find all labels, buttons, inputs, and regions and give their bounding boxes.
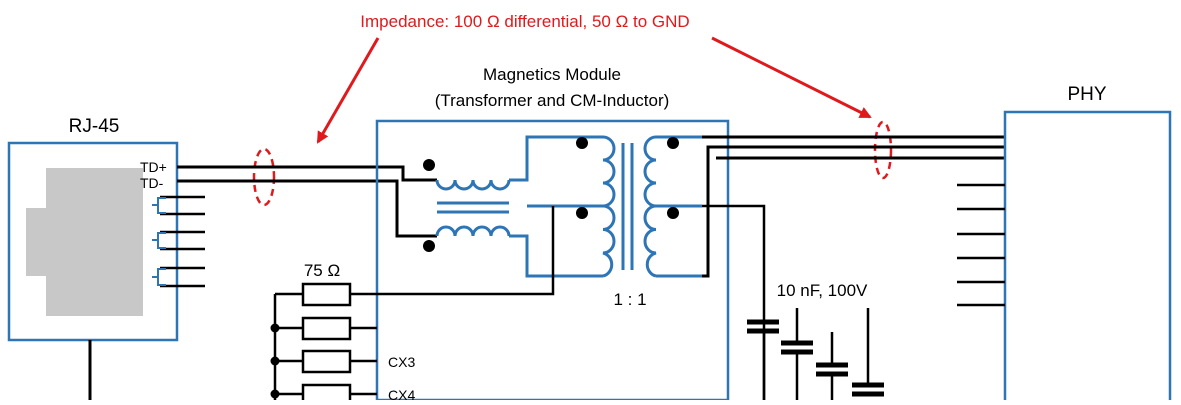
resistor-node-3 xyxy=(270,389,280,399)
magnetics-subtitle: (Transformer and CM-Inductor) xyxy=(435,91,670,110)
impedance-marker-right xyxy=(873,120,893,180)
cm-dot-top xyxy=(423,159,435,171)
capacitor-value-label: 10 nF, 100V xyxy=(777,281,868,300)
capacitor-bank xyxy=(747,308,884,400)
magnetics-title: Magnetics Module xyxy=(483,65,621,84)
annotation-arrow-left xyxy=(316,37,380,144)
xfmr-dot-primary-bottom xyxy=(576,207,588,219)
phy-box xyxy=(1003,110,1172,405)
rj45-connector-shape xyxy=(26,168,143,316)
resistor-node-2 xyxy=(270,356,280,366)
cm-inductor xyxy=(435,135,603,278)
td-minus-label: TD- xyxy=(140,175,164,191)
phy-pin-stubs xyxy=(957,183,1005,307)
cx4-label: CX4 xyxy=(388,387,415,400)
resistor-node-1 xyxy=(270,323,280,333)
xfmr-dot-primary-top xyxy=(576,137,588,149)
xfmr-dot-secondary-top xyxy=(667,137,679,149)
xfmr-dot-secondary-bottom xyxy=(667,207,679,219)
td-plus-label: TD+ xyxy=(140,159,167,175)
phy-title: PHY xyxy=(1067,84,1106,105)
annotation-arrow-right xyxy=(711,36,872,119)
rj45-title: RJ-45 xyxy=(69,116,120,137)
resistor-network xyxy=(273,282,377,405)
resistor-value-label: 75 Ω xyxy=(304,261,340,280)
signal-pair-wires xyxy=(177,165,437,238)
phy-signal-wires xyxy=(702,135,1005,278)
cx3-label: CX3 xyxy=(388,354,415,370)
rj45-box xyxy=(7,141,179,342)
turns-ratio-label: 1 : 1 xyxy=(613,290,646,309)
transformer xyxy=(602,135,702,278)
impedance-annotation: Impedance: 100 Ω differential, 50 Ω to G… xyxy=(360,12,689,31)
cm-dot-bottom xyxy=(423,240,435,252)
rj45-pair-brackets xyxy=(152,197,166,286)
impedance-marker-left xyxy=(252,147,276,207)
rj45-pin-stubs xyxy=(160,195,205,288)
